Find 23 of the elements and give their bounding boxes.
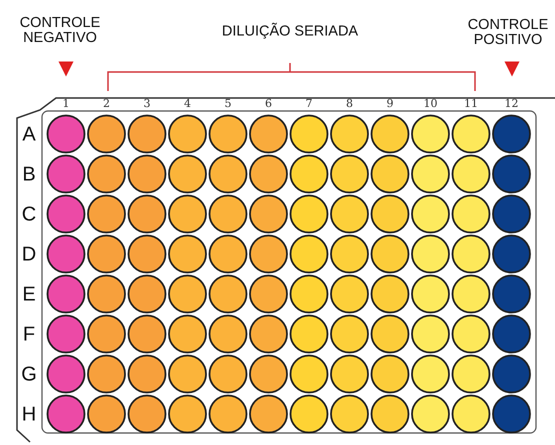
row-letter: H <box>22 404 36 426</box>
column-number: 2 <box>103 98 110 110</box>
column-number: 10 <box>424 98 438 110</box>
column-number: 9 <box>386 98 394 110</box>
heading-label: DILUIÇÃO SERIADA <box>222 24 358 40</box>
row-letter: G <box>21 364 37 386</box>
column-number: 7 <box>306 98 312 110</box>
column-number: 3 <box>144 98 150 110</box>
column-number: 6 <box>265 98 272 110</box>
column-number: 11 <box>464 98 478 110</box>
heading-label: CONTROLE NEGATIVO <box>18 16 102 46</box>
row-letter: A <box>22 124 36 146</box>
row-letter: C <box>22 204 36 226</box>
column-number: 5 <box>224 98 232 110</box>
row-letter: F <box>22 324 36 346</box>
row-letter: E <box>22 284 36 306</box>
column-number: 4 <box>184 98 191 110</box>
column-number: 8 <box>346 98 353 110</box>
row-letter: B <box>22 164 36 186</box>
heading-label: CONTROLE POSITIVO <box>466 18 550 48</box>
column-number: 1 <box>62 98 70 110</box>
row-letter: D <box>22 244 36 266</box>
column-number: 12 <box>504 98 518 110</box>
